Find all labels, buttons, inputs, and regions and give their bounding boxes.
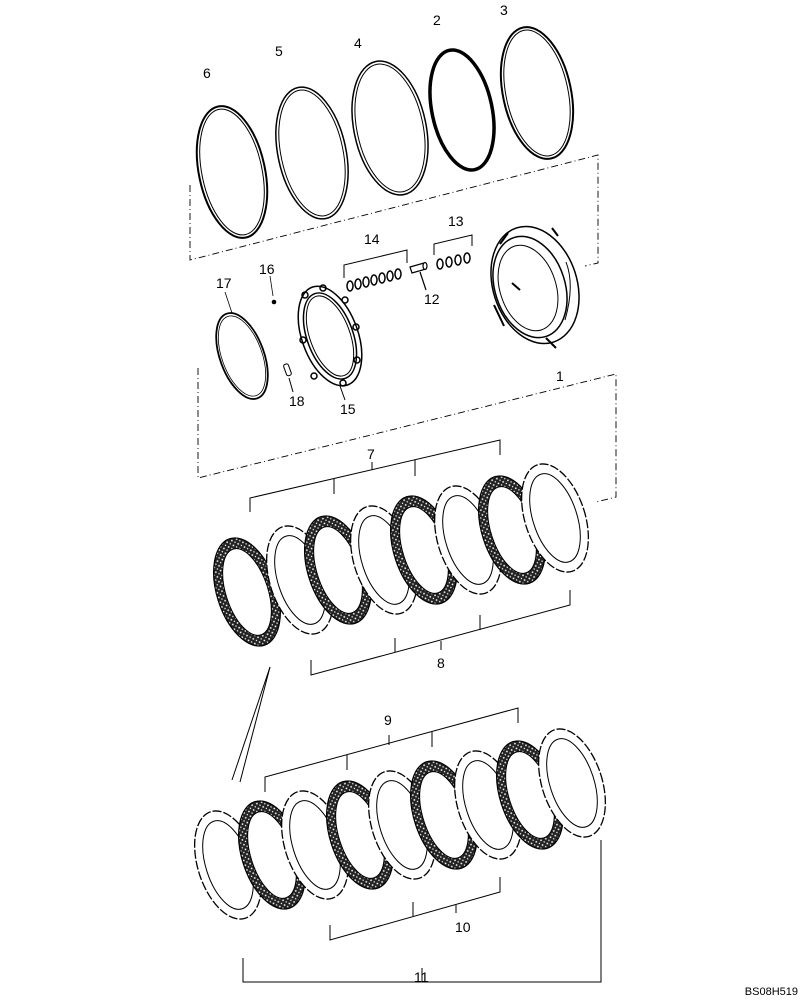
callout-9: 9: [384, 712, 392, 728]
callout-5: 5: [275, 43, 283, 59]
bracket-10: [329, 877, 501, 941]
callout-17: 17: [216, 275, 232, 291]
bracket-9: [264, 707, 519, 792]
bracket-8: [310, 590, 571, 676]
steel-plate: [520, 463, 590, 573]
callout-8: 8: [437, 655, 445, 671]
bracket-7: [249, 439, 501, 512]
callout-1: 1: [556, 368, 564, 384]
callout-12: 12: [424, 291, 440, 307]
callout-14: 14: [364, 231, 380, 247]
seal-ring-5: [275, 86, 349, 220]
seal-ring-4: [351, 60, 429, 196]
upper-clutch-pack: [213, 463, 590, 647]
callout-7: 7: [367, 446, 375, 462]
seal-ring-3: [499, 26, 575, 160]
bracket-14: [343, 249, 408, 278]
steel-plate: [537, 728, 607, 838]
spring-group-14: [346, 268, 402, 292]
leader-line: [239, 666, 271, 783]
seal-ring-2: [428, 48, 496, 172]
ball-16: [271, 299, 277, 305]
lower-clutch-pack: [193, 728, 607, 920]
callout-4: 4: [354, 35, 362, 51]
drawing-code: BS08H519: [745, 986, 798, 998]
ring-group-bracket: [189, 154, 599, 267]
callout-3: 3: [500, 2, 508, 18]
callout-11: 11: [414, 969, 429, 985]
ring-17: [215, 291, 269, 400]
plate-15: [297, 284, 363, 401]
callout-6: 6: [203, 65, 211, 81]
piston-1: [490, 225, 580, 349]
spring-group-13: [436, 252, 471, 270]
seal-ring-6: [195, 105, 269, 239]
callout-2: 2: [433, 12, 441, 28]
callout-labels: 1 2 3 4 5 6 7 8 9 10 11 12 13 14 15 16 1…: [203, 2, 564, 985]
bracket-13: [433, 234, 473, 255]
callout-16: 16: [259, 261, 275, 277]
leader-line: [231, 666, 271, 781]
callout-18: 18: [289, 393, 305, 409]
bracket-11: [242, 840, 602, 983]
callout-10: 10: [455, 919, 471, 935]
callout-15: 15: [340, 401, 356, 417]
pack-bracket: [197, 368, 617, 503]
key-18: [283, 363, 294, 393]
pin-12: [409, 261, 428, 291]
callout-13: 13: [448, 213, 464, 229]
friction-disc: [213, 537, 281, 647]
seal-rings-group: [195, 26, 575, 239]
